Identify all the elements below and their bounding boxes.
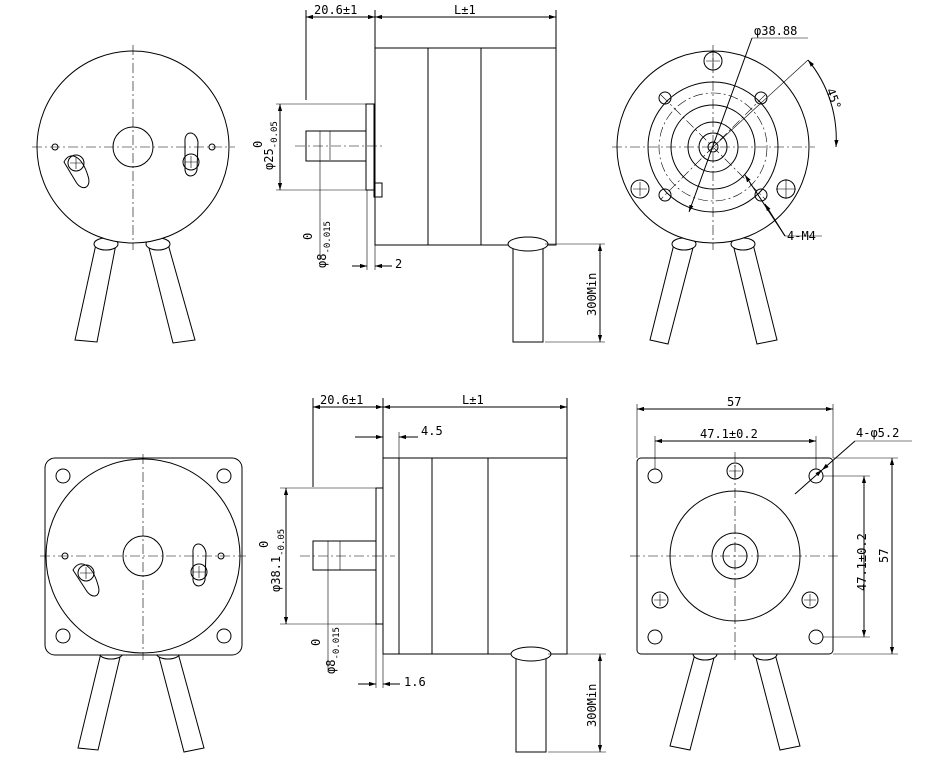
front-view-square: 57 47.1±0.2 4-φ5.2 47.1±0.2 57 <box>630 395 912 751</box>
svg-text:0: 0 <box>301 233 315 240</box>
rear-view-round <box>32 45 235 344</box>
motor-body <box>374 47 557 246</box>
rear-lead-cable-right <box>147 243 196 344</box>
lead-length-label: 300Min <box>585 273 599 316</box>
motor-body-2 <box>398 457 568 655</box>
svg-text:0: 0 <box>309 639 323 646</box>
angle-dim <box>807 59 839 148</box>
holes-label: 4-M4 <box>787 229 816 243</box>
rear-screw-left <box>67 154 85 172</box>
width-label: 57 <box>727 395 741 409</box>
rear-lead-cable-left <box>74 243 117 343</box>
flange-thk-label: 2 <box>395 257 402 271</box>
holes-label-2: 4-φ5.2 <box>856 426 899 440</box>
flange-thk-label-2: 1.6 <box>404 675 426 689</box>
rear-boss <box>112 126 154 168</box>
mount-hole-bl <box>647 629 663 645</box>
length-label-2: L±1 <box>462 393 484 407</box>
lead-length-label-2: 300Min <box>585 684 599 727</box>
shaft-length-label: 20.6±1 <box>314 3 357 17</box>
hole-spacing-h-label: 47.1±0.2 <box>700 427 758 441</box>
rear-view-square <box>40 454 246 753</box>
angle-label: 45° <box>823 86 844 111</box>
svg-text:0: 0 <box>251 141 265 148</box>
height-label: 57 <box>877 549 891 563</box>
shaft-dia-label-2: φ8-0.015 <box>324 627 342 674</box>
side-view-square: 20.6±1 L±1 4.5 φ38.1-0.05 0 φ8-0.015 0 1… <box>257 393 606 753</box>
hole-spacing-v-label: 47.1±0.2 <box>855 533 869 591</box>
pilot-dia-label: φ25-0.05 <box>262 121 280 170</box>
front-view-round: φ38.88 45° 4-M4 <box>612 24 844 345</box>
bolt-circle-label: φ38.88 <box>754 24 797 38</box>
svg-text:0: 0 <box>257 541 271 548</box>
pilot <box>365 103 375 191</box>
step-label: 4.5 <box>421 424 443 438</box>
side-view-round: 20.6±1 L±1 φ25-0.05 0 φ8-0.015 0 2 300Mi… <box>251 3 605 343</box>
shaft-length-label-2: 20.6±1 <box>320 393 363 407</box>
front-boss-square <box>669 490 801 622</box>
bolt-circle <box>658 92 768 202</box>
rear-screw-right <box>182 153 200 171</box>
shaft-dia-label: φ8-0.015 <box>315 221 333 268</box>
side-lead-cable <box>512 243 544 343</box>
bolt-circle-dim <box>688 37 753 213</box>
length-label: L±1 <box>454 3 476 17</box>
pilot-dia-label-2: φ38.1-0.05 <box>269 529 287 592</box>
